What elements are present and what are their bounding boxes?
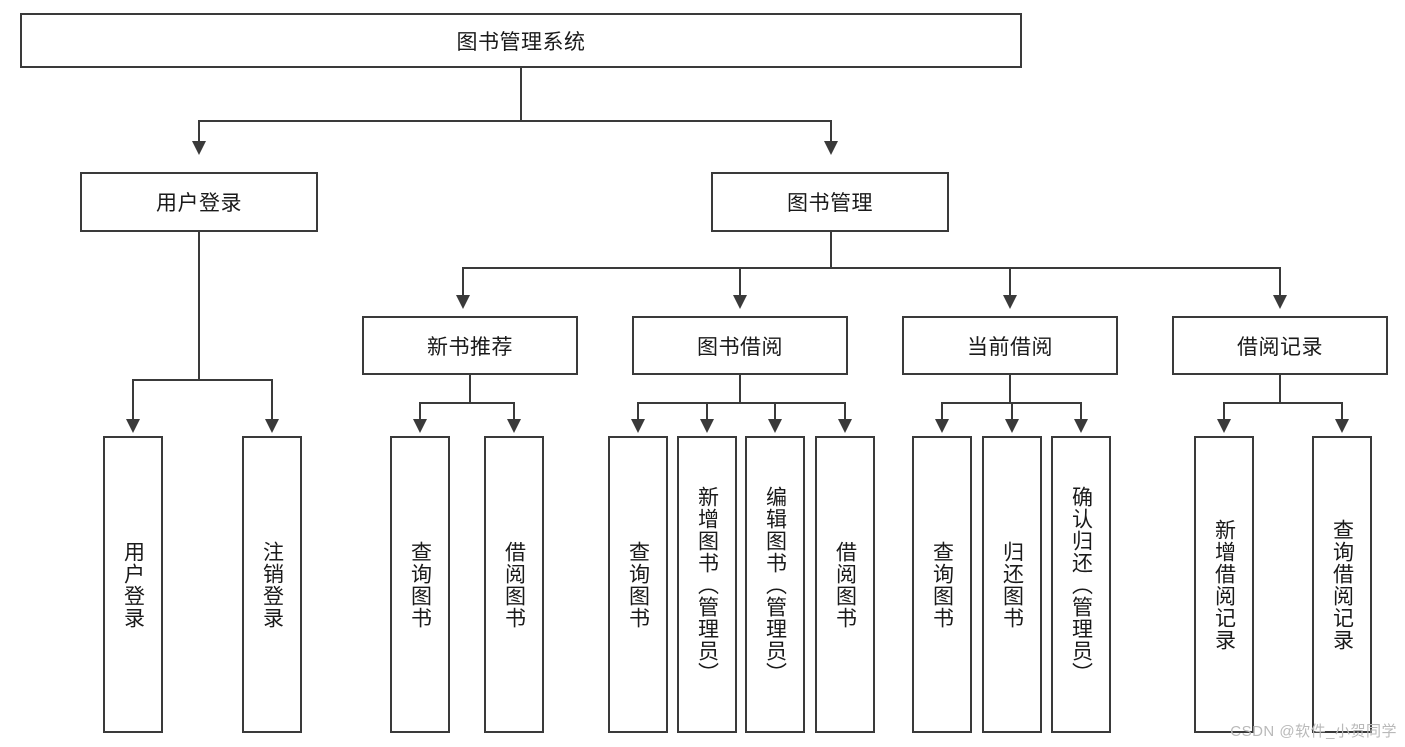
edge-root-to-user-login (198, 120, 200, 143)
edge-current-borrow-to-leaf-3 (1080, 402, 1082, 421)
edge-borrow-record-to-leaf-1 (1223, 402, 1225, 421)
node-label: 查询图书 (408, 540, 432, 629)
arrowhead-root-to-user-login (192, 141, 206, 155)
arrowhead-borrow-record-to-leaf-2 (1335, 419, 1349, 433)
arrowhead-new-book-to-leaf-2 (507, 419, 521, 433)
node-label: 新增借阅记录 (1212, 518, 1236, 651)
edge-current-borrow-to-leaf-2 (1011, 402, 1013, 421)
arrowhead-book-borrow-to-leaf-2 (700, 419, 714, 433)
node-label: 新书推荐 (427, 335, 513, 359)
edge-root-stem (520, 68, 522, 121)
edge-new-book-stem (469, 375, 471, 403)
node-new-book-recommend[interactable]: 新书推荐 (362, 316, 578, 375)
edge-bm-to-borrow-record (1279, 267, 1281, 297)
leaf-user-login-login[interactable]: 用户登录 (103, 436, 163, 733)
edge-book-borrow-stem (739, 375, 741, 403)
edge-book-borrow-to-leaf-2 (706, 402, 708, 421)
leaf-book-borrow-add-book-admin[interactable]: 新增图书（管理员） (677, 436, 737, 733)
node-label: 借阅记录 (1237, 335, 1323, 359)
arrowhead-root-to-book-management (824, 141, 838, 155)
edge-bm-to-current-borrow (1009, 267, 1011, 297)
arrowhead-borrow-record-to-leaf-1 (1217, 419, 1231, 433)
arrowhead-bm-to-new-book (456, 295, 470, 309)
arrowhead-current-borrow-to-leaf-2 (1005, 419, 1019, 433)
edge-book-management-stem (830, 232, 832, 268)
node-current-borrow[interactable]: 当前借阅 (902, 316, 1118, 375)
edge-user-login-to-leaf-2 (271, 379, 273, 421)
arrowhead-book-borrow-to-leaf-4 (838, 419, 852, 433)
node-label: 注销登录 (260, 540, 284, 629)
node-book-management[interactable]: 图书管理 (711, 172, 949, 232)
leaf-book-borrow-query-book[interactable]: 查询图书 (608, 436, 668, 733)
edge-book-borrow-to-leaf-3 (774, 402, 776, 421)
edge-borrow-record-stem (1279, 375, 1281, 403)
leaf-new-book-query-book[interactable]: 查询图书 (390, 436, 450, 733)
edge-user-login-to-leaf-1 (132, 379, 134, 421)
edge-book-borrow-to-leaf-4 (844, 402, 846, 421)
edge-user-login-stem (198, 232, 200, 380)
node-label: 图书管理系统 (456, 30, 586, 54)
leaf-borrow-record-add-record[interactable]: 新增借阅记录 (1194, 436, 1254, 733)
node-label: 归还图书 (1000, 540, 1024, 629)
edge-root-to-book-management (830, 120, 832, 143)
arrowhead-book-borrow-to-leaf-1 (631, 419, 645, 433)
node-root-book-management-system[interactable]: 图书管理系统 (20, 13, 1022, 68)
edge-current-borrow-stem (1009, 375, 1011, 403)
edge-new-book-to-leaf-2 (513, 402, 515, 421)
watermark-text: CSDN @软件_小贺同学 (1230, 723, 1397, 740)
edge-book-borrow-to-leaf-1 (637, 402, 639, 421)
node-label: 用户登录 (156, 192, 242, 215)
node-label: 当前借阅 (967, 335, 1053, 359)
leaf-borrow-record-query-record[interactable]: 查询借阅记录 (1312, 436, 1372, 733)
edge-book-management-bus (462, 267, 1280, 269)
arrowhead-bm-to-borrow-record (1273, 295, 1287, 309)
leaf-book-borrow-borrow-book[interactable]: 借阅图书 (815, 436, 875, 733)
node-book-borrow[interactable]: 图书借阅 (632, 316, 848, 375)
leaf-new-book-borrow-book[interactable]: 借阅图书 (484, 436, 544, 733)
node-label: 新增图书（管理员） (695, 485, 719, 684)
edge-current-borrow-to-leaf-1 (941, 402, 943, 421)
edge-borrow-record-to-leaf-2 (1341, 402, 1343, 421)
arrowhead-bm-to-book-borrow (733, 295, 747, 309)
leaf-book-borrow-edit-book-admin[interactable]: 编辑图书（管理员） (745, 436, 805, 733)
leaf-current-borrow-confirm-return-admin[interactable]: 确认归还（管理员） (1051, 436, 1111, 733)
node-label: 图书管理 (787, 192, 873, 215)
arrowhead-new-book-to-leaf-1 (413, 419, 427, 433)
node-label: 借阅图书 (502, 540, 526, 629)
edge-new-book-to-leaf-1 (419, 402, 421, 421)
arrowhead-book-borrow-to-leaf-3 (768, 419, 782, 433)
edge-root-bus (198, 120, 832, 122)
node-label: 查询借阅记录 (1330, 518, 1354, 651)
node-user-login[interactable]: 用户登录 (80, 172, 318, 232)
arrowhead-user-login-to-leaf-2 (265, 419, 279, 433)
node-label: 查询图书 (930, 540, 954, 629)
node-label: 编辑图书（管理员） (763, 485, 787, 684)
arrowhead-current-borrow-to-leaf-3 (1074, 419, 1088, 433)
edge-borrow-record-bus (1223, 402, 1343, 404)
node-borrow-record[interactable]: 借阅记录 (1172, 316, 1388, 375)
arrowhead-user-login-to-leaf-1 (126, 419, 140, 433)
edge-bm-to-new-book (462, 267, 464, 297)
arrowhead-bm-to-current-borrow (1003, 295, 1017, 309)
edge-book-borrow-bus (637, 402, 845, 404)
edge-new-book-bus (419, 402, 514, 404)
leaf-current-borrow-query-book[interactable]: 查询图书 (912, 436, 972, 733)
node-label: 用户登录 (121, 540, 145, 629)
leaf-user-login-logout[interactable]: 注销登录 (242, 436, 302, 733)
edge-bm-to-book-borrow (739, 267, 741, 297)
edge-user-login-bus (132, 379, 271, 381)
node-label: 图书借阅 (697, 335, 783, 359)
leaf-current-borrow-return-book[interactable]: 归还图书 (982, 436, 1042, 733)
node-label: 查询图书 (626, 540, 650, 629)
node-label: 确认归还（管理员） (1069, 485, 1093, 684)
arrowhead-current-borrow-to-leaf-1 (935, 419, 949, 433)
node-label: 借阅图书 (833, 540, 857, 629)
